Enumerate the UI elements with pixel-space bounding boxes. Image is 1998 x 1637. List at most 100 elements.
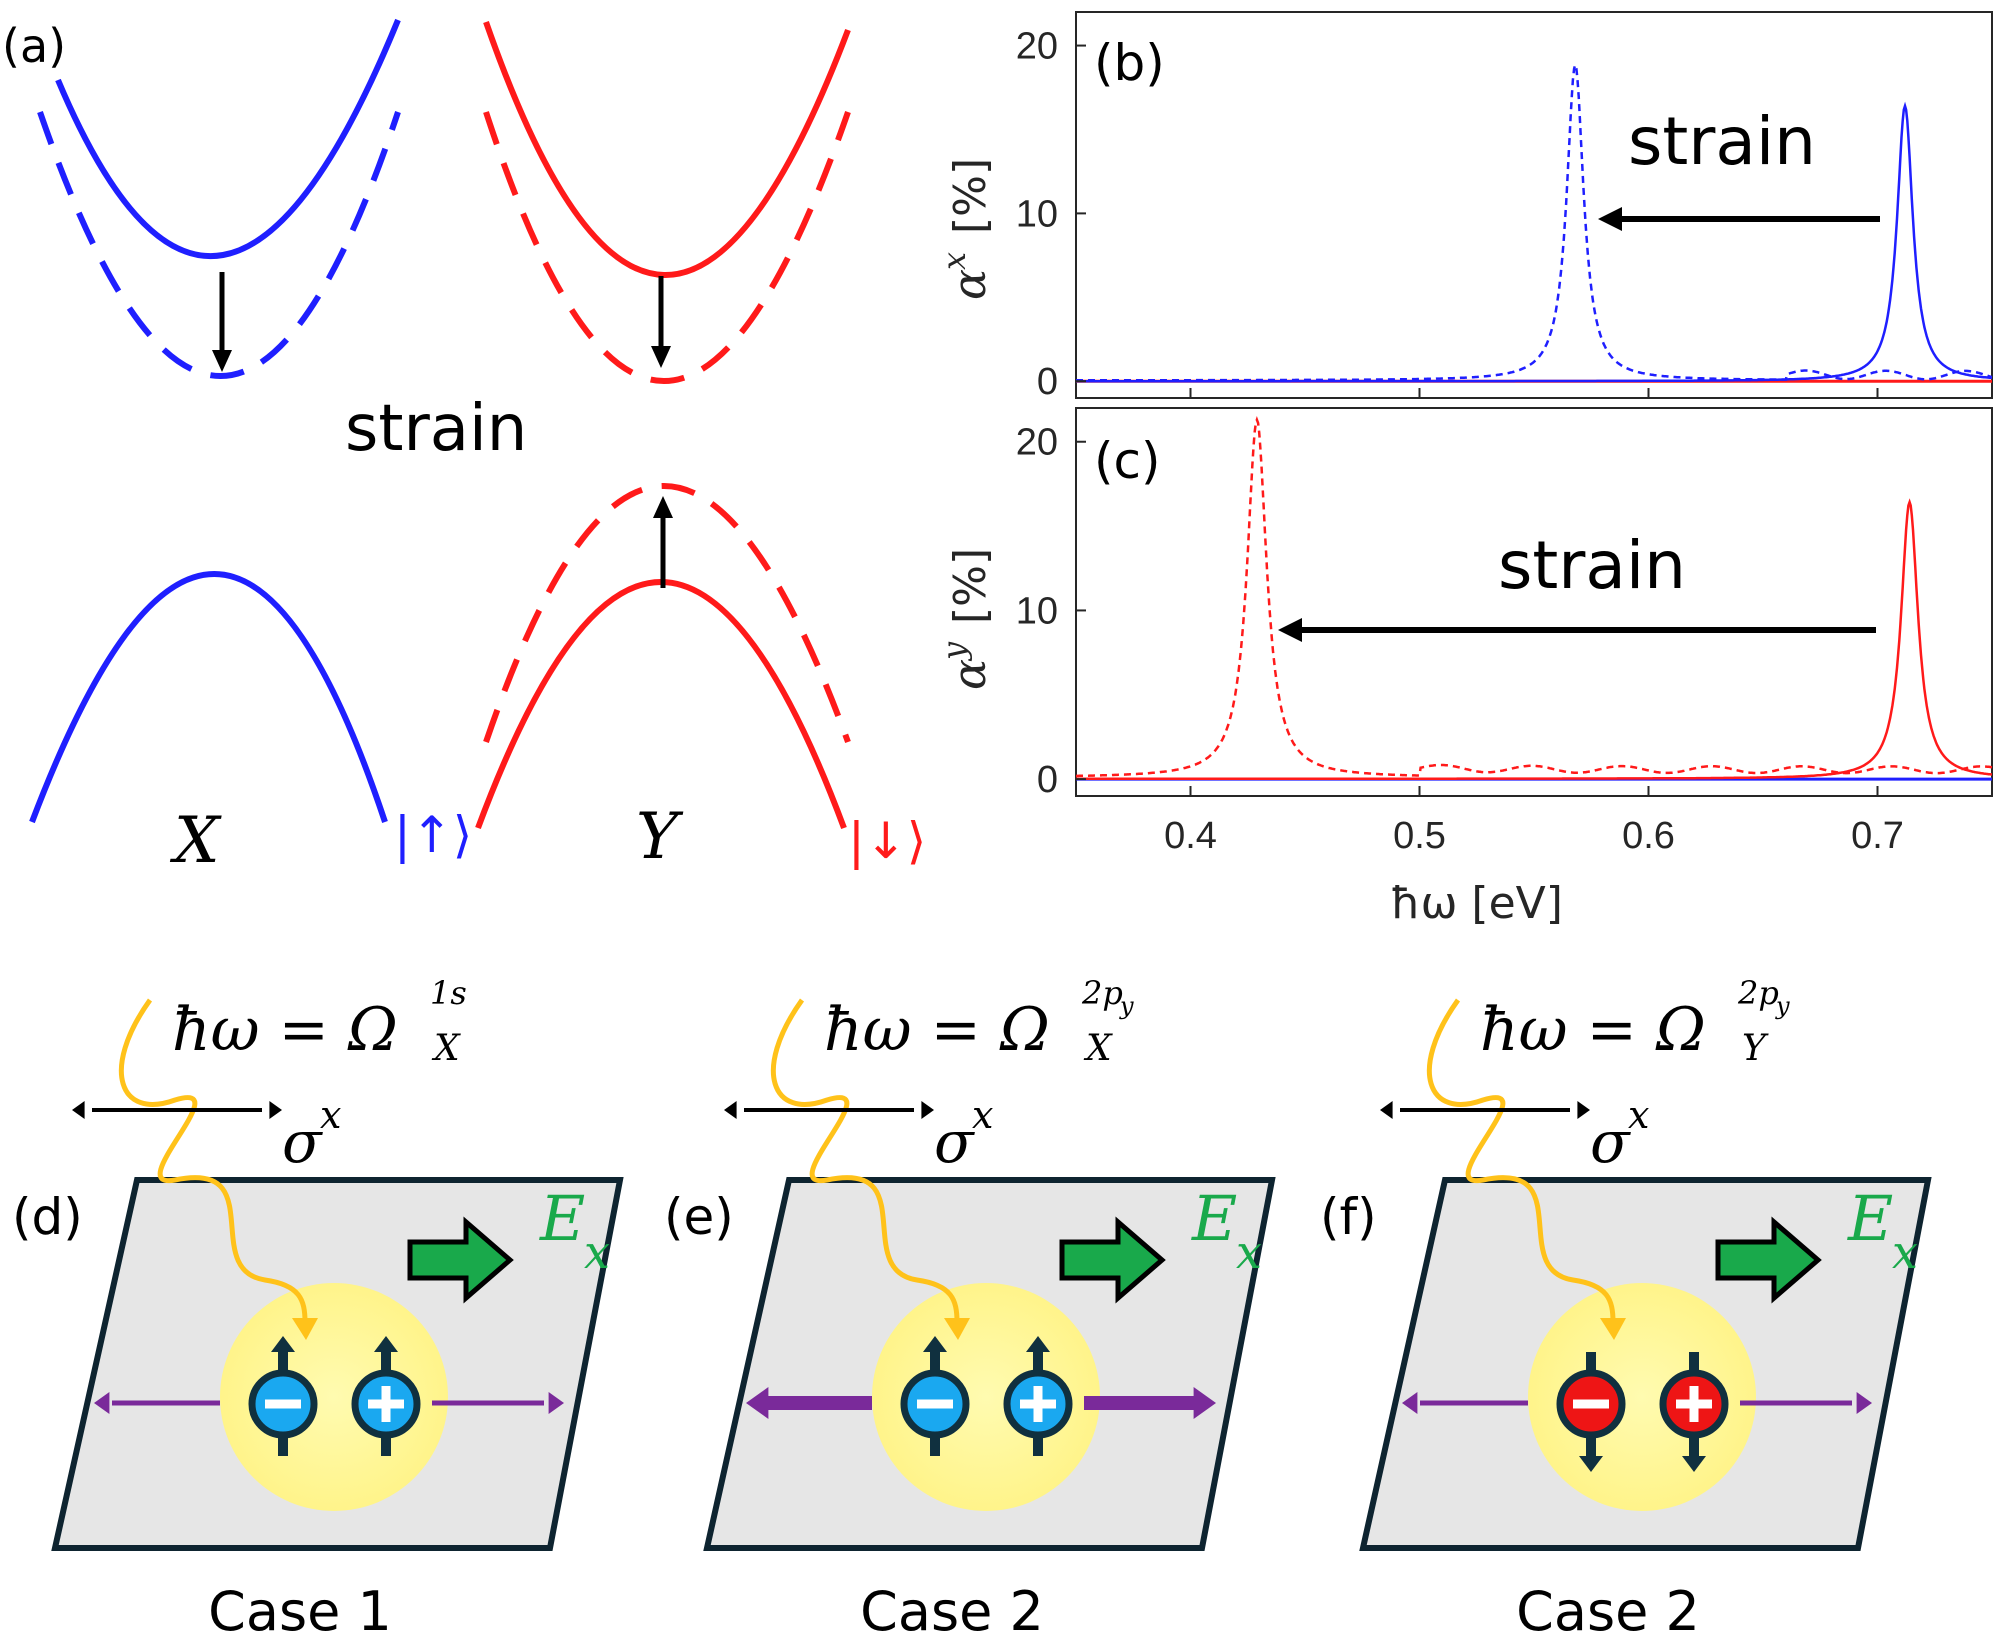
spin-up-icon [271, 1336, 295, 1352]
ylabel-b-symbol: α [942, 269, 996, 300]
photon-wave [118, 998, 308, 1323]
charge-bar-h [917, 1399, 953, 1409]
polarization-symbol: σ [282, 1108, 323, 1176]
ylabel-b-unit: [%] [945, 158, 996, 234]
resonance-sub: X [1083, 1028, 1113, 1069]
blue-conduction-band-dashed [37, 111, 401, 379]
case-caption: Case 1 [208, 1580, 392, 1637]
plot-b-ytick-label: 20 [1016, 26, 1058, 68]
strain-arrow-b-head [1598, 207, 1622, 231]
panel-c-label: (c) [1094, 432, 1161, 490]
ylabel-b: α x [%] [935, 158, 996, 300]
polarization-symbol: σ [1590, 1108, 1631, 1176]
photon-wave [1426, 998, 1616, 1323]
blue-conduction-band-solid [55, 18, 401, 259]
field-sub: x [1892, 1225, 1918, 1279]
case-panel-label: (f) [1320, 1188, 1377, 1246]
spin-up-ket: |↑⟩ [394, 806, 472, 864]
charge-bar-v [1033, 1386, 1043, 1422]
plot-c-xtick-label: 0.5 [1393, 815, 1446, 857]
polarization-sup: x [320, 1093, 341, 1137]
resonance-sup-sub: y [1775, 992, 1790, 1020]
ylabel-b-sup: x [935, 252, 973, 270]
resonance-sup: 1s [430, 974, 467, 1012]
resonance-equation: ħω = Ω [172, 995, 398, 1065]
xlabel-c: ħω [eV] [1390, 878, 1563, 929]
red-conduction-band-solid [483, 21, 851, 278]
case-caption: Case 2 [1516, 1580, 1700, 1637]
strain-label-c: strain [1498, 527, 1686, 604]
series-blue-solid-b [1076, 101, 1993, 383]
field-sub: x [584, 1225, 610, 1279]
charge-bar-h [1573, 1399, 1609, 1409]
spin-up-icon [374, 1336, 398, 1352]
ylabel-c-sup: y [935, 641, 973, 662]
panel-a: (a) strain X Y |↑⟩ |↓⟩ [2, 18, 926, 878]
photon-arrow-head [292, 1318, 318, 1340]
plot-c-xtick-label: 0.6 [1622, 815, 1675, 857]
field-symbol: E [539, 1182, 585, 1255]
electron [900, 1336, 970, 1456]
resonance-sup: 2p [1081, 974, 1123, 1012]
polarization-arrow-left-head [724, 1101, 737, 1119]
hole [351, 1336, 421, 1456]
field-arrow-icon [1059, 1216, 1166, 1304]
polarization-arrow-right-head [1577, 1101, 1590, 1119]
valley-y-label: Y [636, 800, 684, 874]
red-strain-arrow-conduction-head [651, 346, 671, 368]
spin-down-icon [1682, 1456, 1706, 1472]
field-sub: x [1236, 1225, 1262, 1279]
charge-bar-h [265, 1399, 301, 1409]
motion-arrow-right-head [1193, 1387, 1216, 1419]
case-panel-label: (d) [12, 1188, 83, 1246]
plot-c-xtick-label: 0.4 [1164, 815, 1217, 857]
polarization-arrow-left-head [1380, 1101, 1393, 1119]
photon-wave [770, 998, 960, 1323]
motion-arrow-left-head [94, 1392, 110, 1414]
spin-up-icon [1026, 1336, 1050, 1352]
blue-valence-band [29, 571, 388, 824]
panel-a-label: (a) [2, 19, 66, 73]
plot-b-ytick-label: 10 [1016, 193, 1058, 235]
resonance-equation: ħω = Ω [824, 995, 1050, 1065]
axes-b [1075, 11, 1993, 399]
resonance-equation: ħω = Ω [1480, 995, 1706, 1065]
field-symbol: E [1191, 1182, 1237, 1255]
series-red-solid-c [1076, 498, 1993, 781]
resonance-sub: X [431, 1028, 461, 1069]
resonance-sup: 2p [1737, 974, 1779, 1012]
case-caption: Case 2 [860, 1580, 1044, 1637]
plot-b-ytick-label: 0 [1037, 361, 1058, 403]
strain-label-b: strain [1628, 103, 1816, 180]
valley-x-label: X [169, 804, 222, 878]
series-blue-dashed-b [1076, 60, 1993, 382]
red-conduction-band-dashed [483, 111, 851, 384]
polarization-arrow-right-head [921, 1101, 934, 1119]
strain-arrow-c-head [1278, 618, 1302, 642]
motion-arrow-right-head [548, 1392, 564, 1414]
polarization-arrow-left-head [72, 1101, 85, 1119]
red-valence-band-dashed [483, 483, 851, 744]
ylabel-c-symbol: α [942, 659, 996, 690]
spin-up-icon [923, 1336, 947, 1352]
resonance-sup-sub: y [1119, 992, 1134, 1020]
photon-arrow-head [944, 1318, 970, 1340]
electron [1556, 1352, 1626, 1472]
panel-b-label: (b) [1094, 34, 1165, 92]
ylabel-c: α y [%] [935, 548, 996, 690]
electron [248, 1336, 318, 1456]
resonance-sub: Y [1742, 1028, 1769, 1069]
spin-down-icon [1579, 1456, 1603, 1472]
field-arrow-icon [407, 1216, 514, 1304]
plot-b-curves [1076, 60, 1993, 383]
hole [1659, 1352, 1729, 1472]
ylabel-c-unit: [%] [945, 548, 996, 624]
polarization-sup: x [1628, 1093, 1649, 1137]
plot-c-curves [1076, 416, 1993, 781]
